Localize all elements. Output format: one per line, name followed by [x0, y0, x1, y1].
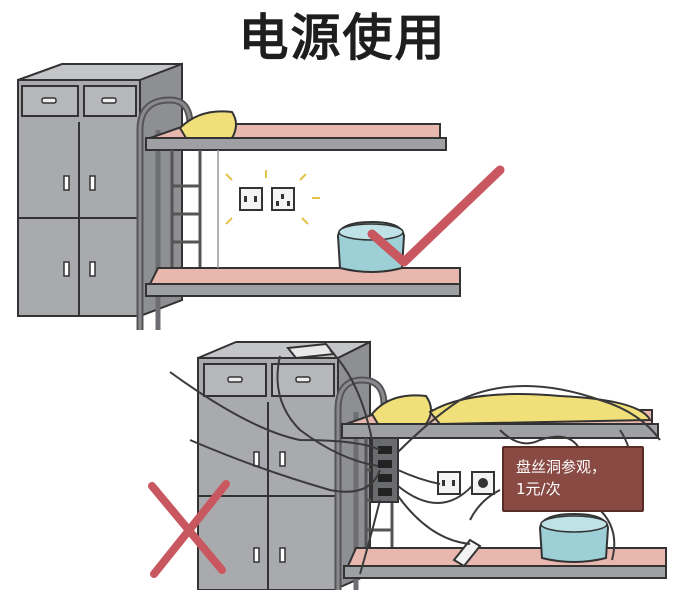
power-strip	[371, 437, 399, 503]
bunk-bed	[136, 96, 461, 330]
sign-line-1: 盘丝洞参观，	[516, 458, 607, 476]
tangled-cables	[169, 349, 661, 575]
wall-socket	[225, 170, 320, 225]
scene-correct	[17, 62, 505, 330]
page-title: 电源使用	[238, 9, 447, 67]
cabinet	[17, 62, 183, 318]
cave-sign: 盘丝洞参观， 1元/次	[502, 446, 644, 512]
cabinet	[197, 340, 371, 590]
check-icon	[367, 165, 505, 267]
cross-icon	[148, 480, 230, 578]
stool	[336, 220, 406, 273]
scene-wrong	[148, 340, 667, 590]
wall-socket	[437, 471, 495, 495]
sign-line-2: 1元/次	[516, 480, 561, 498]
stool	[538, 512, 610, 563]
charger-icon	[452, 538, 482, 568]
